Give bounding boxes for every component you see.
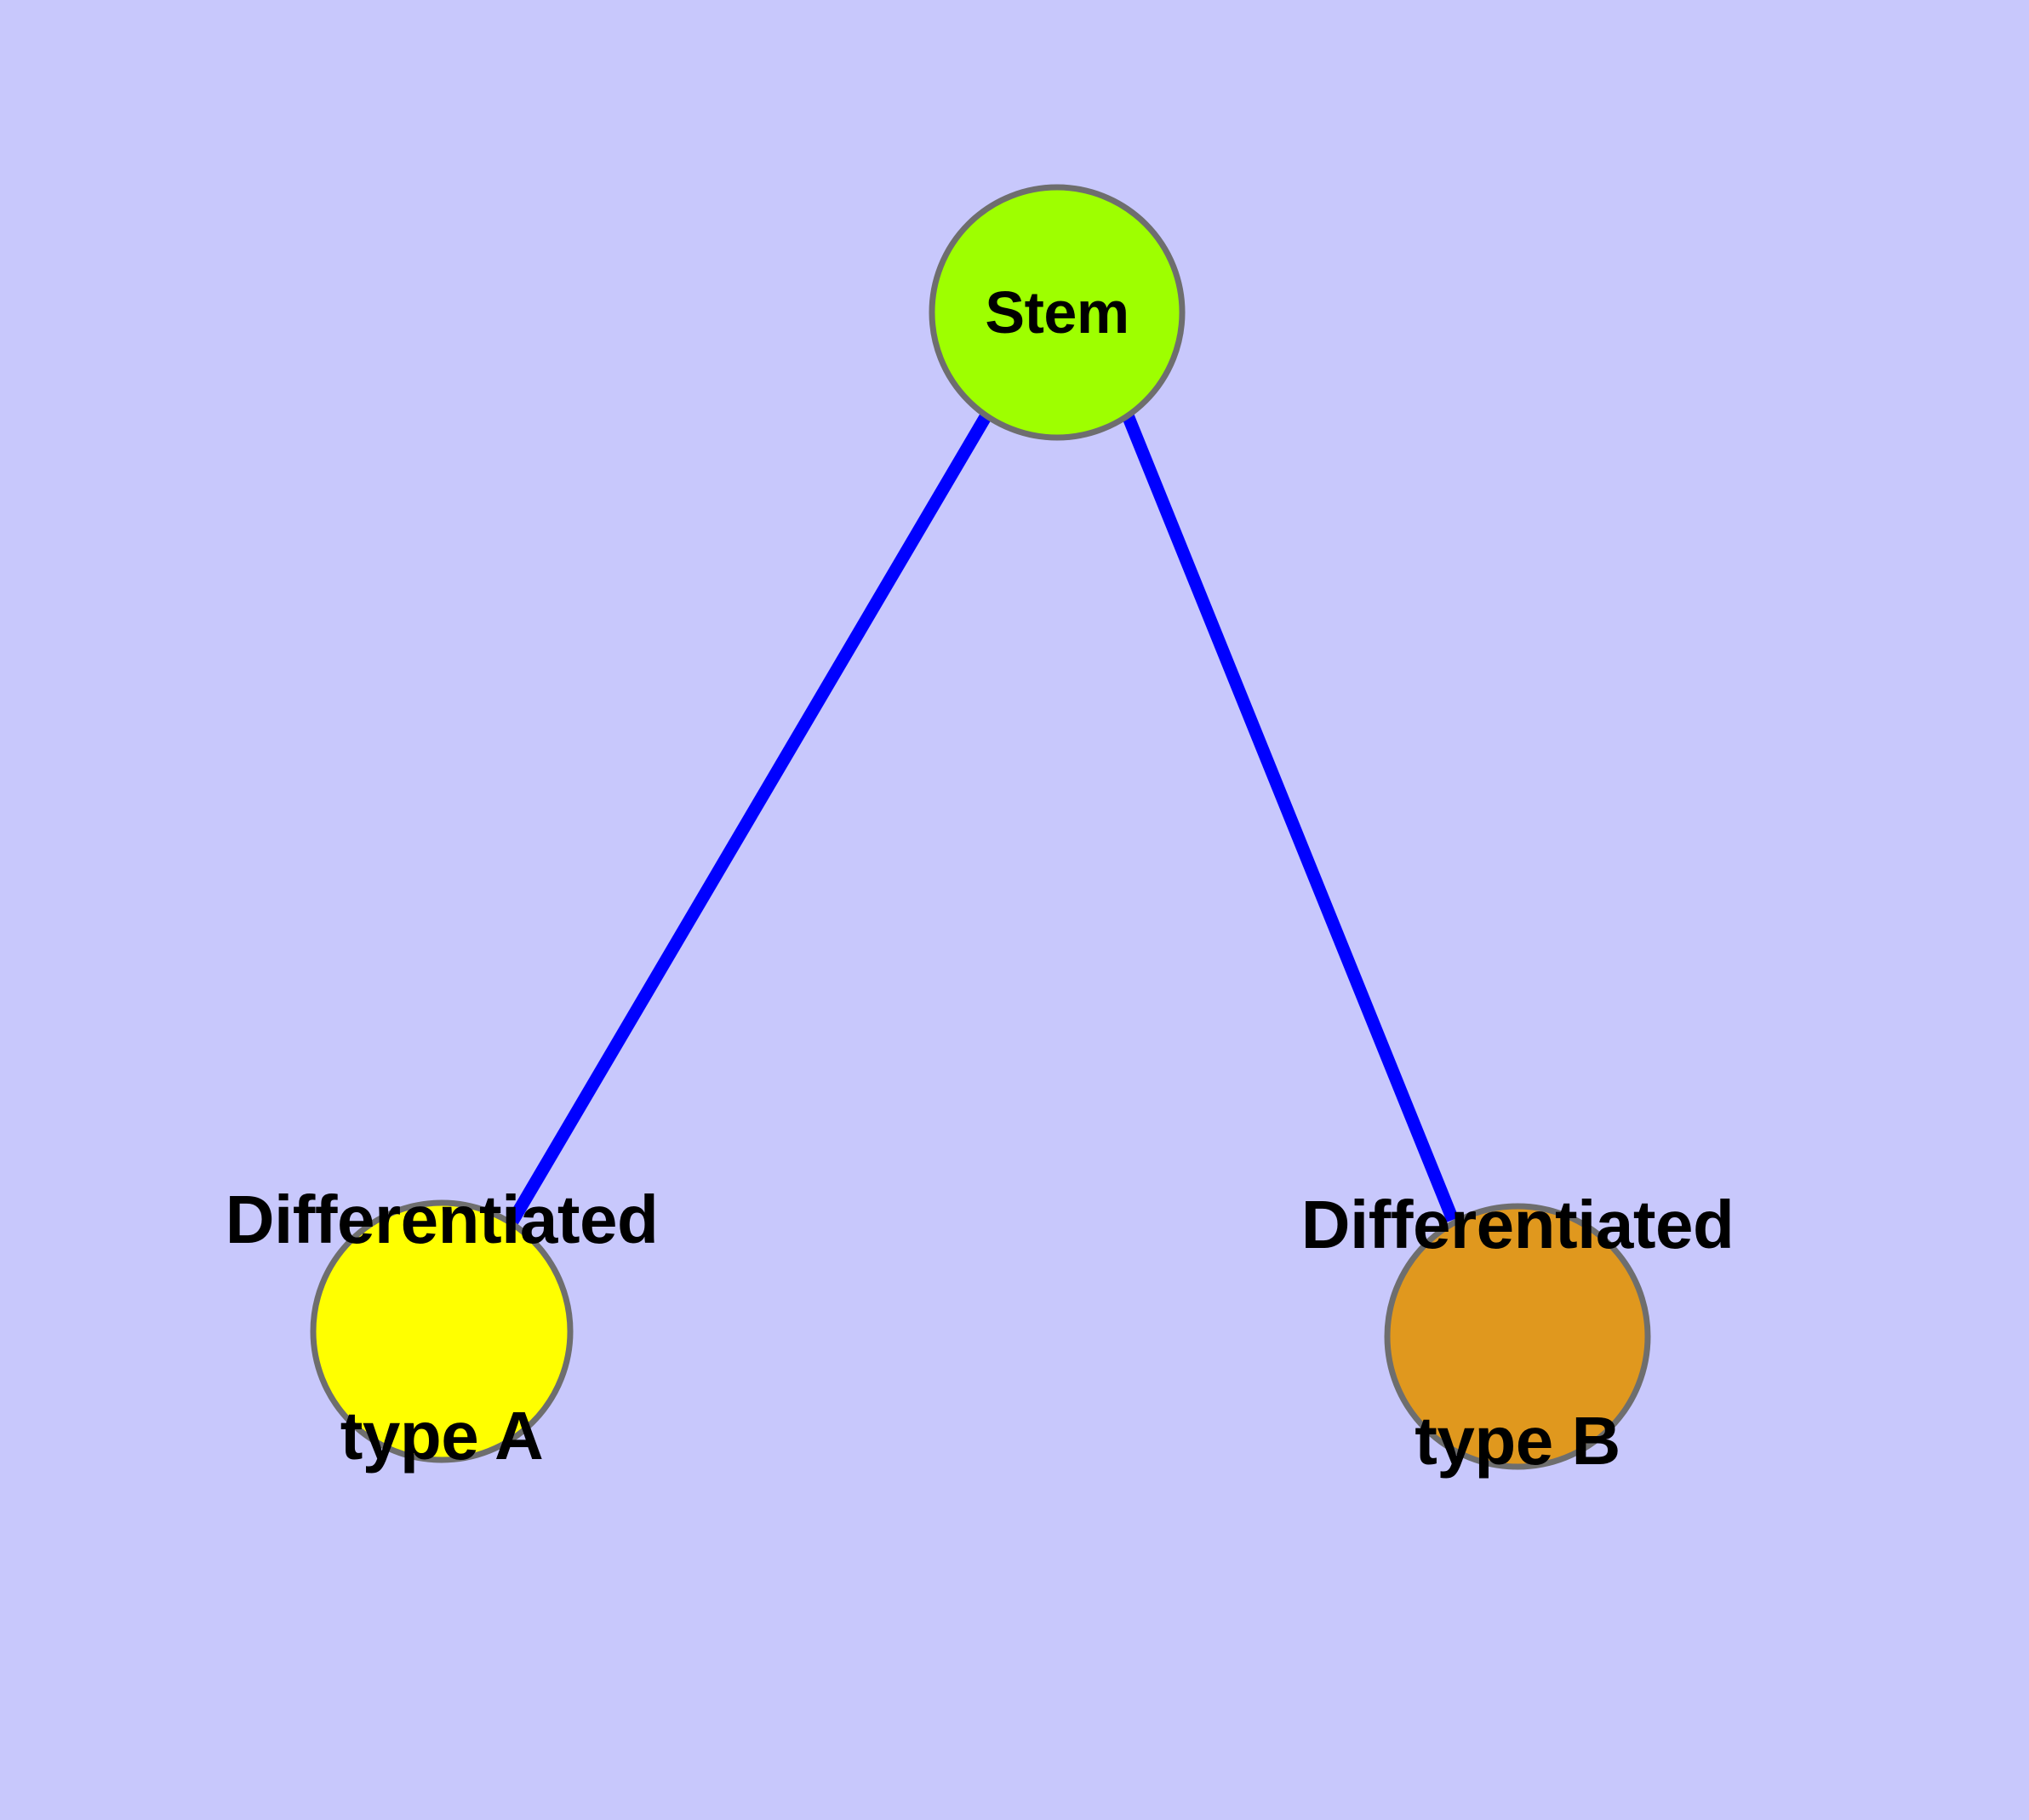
edge-stem-to-diff-b[interactable] [1122, 413, 1459, 1222]
node-differentiated-type-a[interactable] [310, 1199, 574, 1463]
node-layer [310, 184, 1651, 1470]
node-differentiated-type-b[interactable] [1384, 1203, 1651, 1470]
edge-layer [504, 412, 1459, 1229]
edge-stem-to-diff-a[interactable] [504, 412, 992, 1229]
node-stem[interactable] [929, 184, 1186, 441]
